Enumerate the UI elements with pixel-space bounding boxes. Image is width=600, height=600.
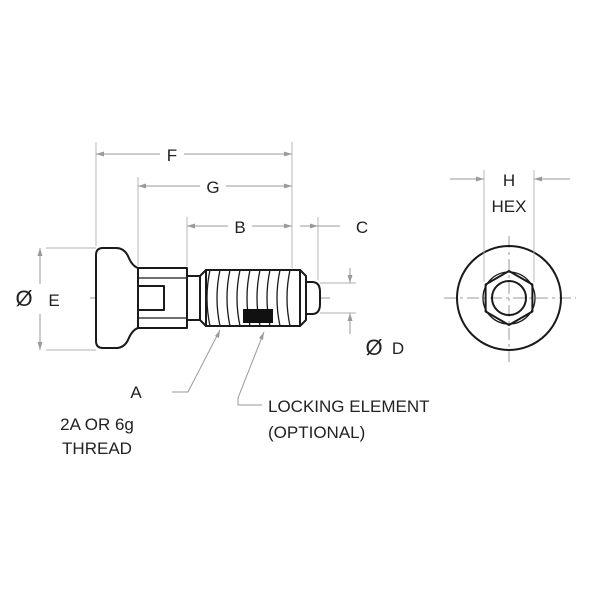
label-C: C bbox=[356, 218, 368, 237]
label-thread-line1: 2A OR 6g bbox=[60, 415, 134, 434]
label-D: D bbox=[392, 339, 404, 358]
diameter-symbol-E: Ø bbox=[15, 286, 32, 311]
label-locking-line1: LOCKING ELEMENT bbox=[268, 397, 430, 416]
labels: F G B C Ø E Ø D H HEX A 2A OR 6g THREAD … bbox=[15, 146, 526, 458]
label-G: G bbox=[206, 178, 219, 197]
diameter-symbol-D: Ø bbox=[365, 335, 382, 360]
end-view bbox=[444, 170, 576, 362]
label-H: H bbox=[503, 171, 515, 190]
plunger-tip bbox=[305, 281, 321, 315]
thread-end-chamfer bbox=[299, 269, 307, 327]
label-hex: HEX bbox=[492, 197, 527, 216]
leader-locking-element bbox=[237, 331, 265, 406]
label-thread-line2: THREAD bbox=[62, 439, 132, 458]
shank-slot bbox=[137, 285, 165, 311]
dimension-lines bbox=[37, 142, 356, 406]
side-view bbox=[90, 247, 330, 349]
leader-A bbox=[172, 329, 221, 393]
label-E: E bbox=[48, 291, 59, 310]
knob-head bbox=[95, 247, 139, 349]
collar bbox=[186, 275, 201, 321]
label-F: F bbox=[167, 146, 177, 165]
label-locking-line2: (OPTIONAL) bbox=[268, 423, 365, 442]
end-view-hex-outer-circle bbox=[482, 271, 536, 325]
end-view-bore bbox=[491, 280, 527, 316]
label-A: A bbox=[130, 383, 142, 402]
end-view-hex bbox=[484, 270, 534, 326]
locking-element-patch bbox=[243, 309, 273, 323]
label-B: B bbox=[234, 218, 245, 237]
end-view-head-circle bbox=[456, 245, 562, 351]
